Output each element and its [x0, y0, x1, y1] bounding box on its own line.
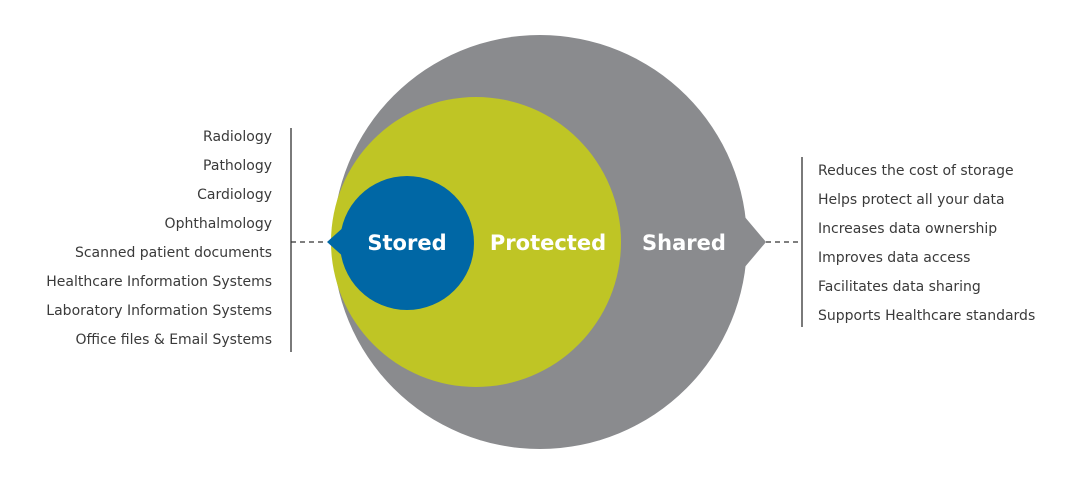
- list-item: Cardiology: [197, 187, 272, 203]
- list-item: Office files & Email Systems: [75, 332, 272, 348]
- list-item: Ophthalmology: [164, 216, 272, 232]
- list-item: Improves data access: [818, 250, 971, 266]
- benefits-list: Reduces the cost of storage Helps protec…: [818, 157, 1035, 331]
- shared-label: Shared: [642, 231, 726, 255]
- stored-circle: [340, 176, 474, 310]
- list-item: Scanned patient documents: [74, 245, 272, 261]
- list-item: Reduces the cost of storage: [818, 163, 1014, 179]
- list-item: Laboratory Information Systems: [46, 303, 272, 319]
- data-sources-list: Radiology Pathology Cardiology Ophthalmo…: [46, 123, 272, 355]
- protected-label: Protected: [490, 231, 606, 255]
- list-item: Radiology: [203, 129, 272, 145]
- list-item: Facilitates data sharing: [818, 279, 981, 295]
- protected-circle: [331, 97, 621, 387]
- list-item: Healthcare Information Systems: [46, 274, 272, 290]
- list-item: Pathology: [203, 158, 272, 174]
- list-item: Increases data ownership: [818, 221, 998, 237]
- shared-pointer: [744, 216, 766, 268]
- list-item: Helps protect all your data: [818, 192, 1005, 208]
- stored-label: Stored: [367, 231, 446, 255]
- list-item: Supports Healthcare standards: [818, 308, 1036, 324]
- stored-pointer: [327, 225, 346, 259]
